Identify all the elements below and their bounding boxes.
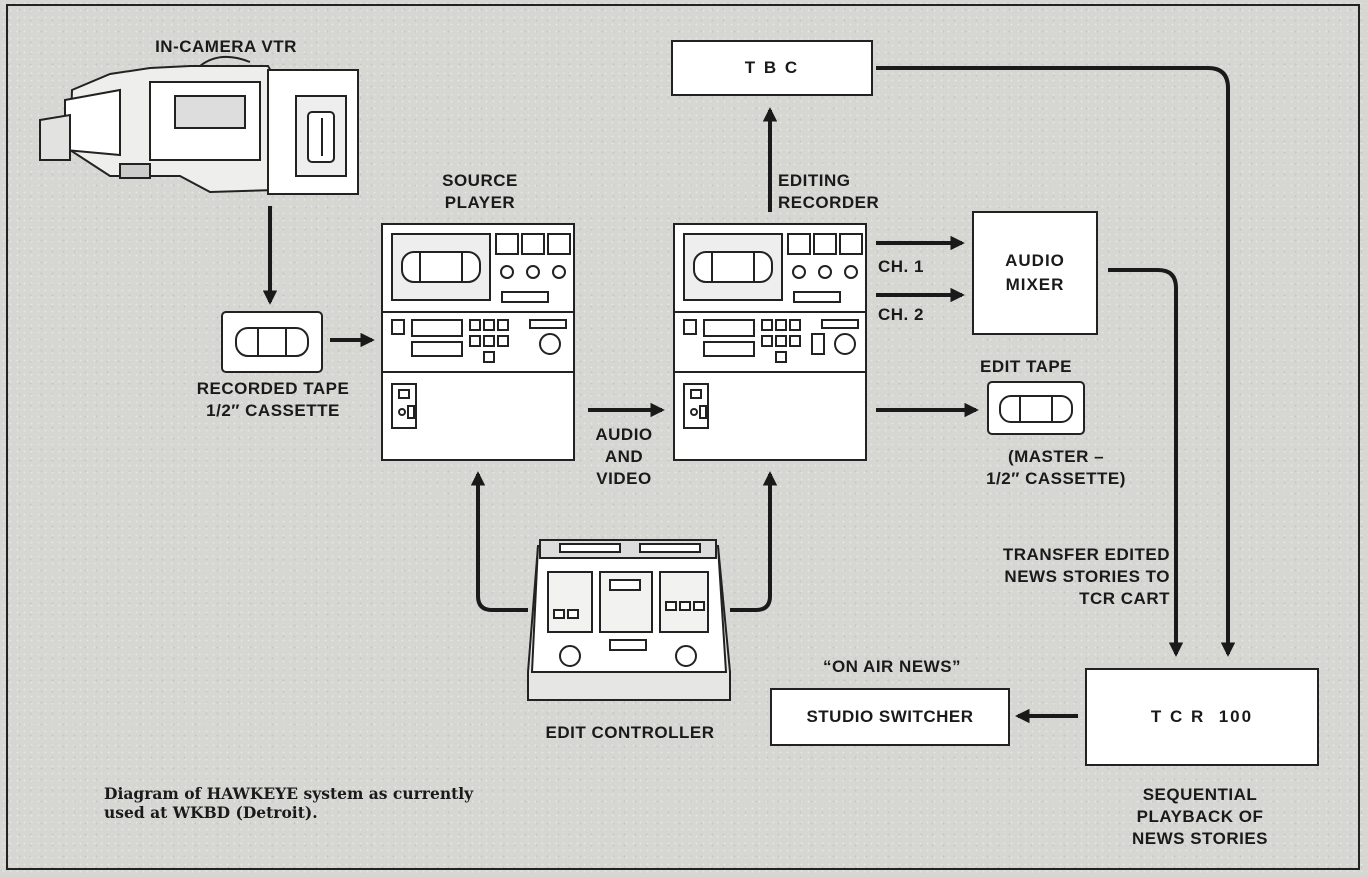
source-player-deck bbox=[381, 223, 575, 461]
audio-mixer-box: AUDIO MIXER bbox=[972, 211, 1098, 335]
edit-controller-console bbox=[527, 539, 731, 701]
label-ch1: CH. 1 bbox=[878, 257, 924, 276]
arrow-tbc-to-tcr bbox=[876, 66, 1236, 657]
label-transfer: TRANSFER EDITED NEWS STORIES TO TCR CART bbox=[1002, 545, 1170, 608]
camera-vtr-illustration bbox=[39, 55, 359, 195]
tcr100-label: T C R 100 bbox=[1150, 707, 1254, 726]
studio-switcher-label: STUDIO SWITCHER bbox=[806, 707, 974, 726]
tbc-box: T B C bbox=[671, 40, 873, 96]
label-in-camera-vtr: IN-CAMERA VTR bbox=[155, 37, 297, 56]
label-edit-controller: EDIT CONTROLLER bbox=[545, 723, 715, 742]
arrow-controller-to-source bbox=[470, 471, 528, 612]
connection-arrows bbox=[262, 66, 1236, 724]
audio-mixer-label: AUDIO MIXER bbox=[1005, 251, 1065, 294]
tcr100-box: T C R 100 bbox=[1085, 668, 1319, 766]
recorded-tape-cassette bbox=[221, 311, 323, 373]
label-sequential-playback: SEQUENTIAL PLAYBACK OF NEWS STORIES bbox=[1131, 785, 1269, 848]
label-edit-tape: EDIT TAPE bbox=[980, 357, 1073, 376]
label-ch2: CH. 2 bbox=[878, 305, 924, 324]
edit-tape-cassette bbox=[987, 381, 1085, 435]
label-source-player: SOURCE PLAYER bbox=[442, 171, 518, 212]
label-recorded-tape: RECORDED TAPE 1/2″ CASSETTE bbox=[196, 379, 350, 420]
label-audio-and-video: AUDIO AND VIDEO bbox=[595, 425, 653, 488]
arrow-mixer-to-tcr bbox=[1108, 268, 1184, 657]
editing-recorder-deck bbox=[673, 223, 867, 461]
tbc-label: T B C bbox=[744, 58, 800, 77]
label-master-cassette: (MASTER – 1/2″ CASSETTE) bbox=[986, 447, 1126, 488]
studio-switcher-box: STUDIO SWITCHER bbox=[770, 688, 1010, 746]
label-editing-recorder: EDITING RECORDER bbox=[778, 171, 880, 212]
diagram-caption: Diagram of HAWKEYE system as currently u… bbox=[104, 784, 474, 822]
arrow-controller-to-recorder bbox=[730, 471, 778, 612]
label-on-air-news: “ON AIR NEWS” bbox=[822, 657, 962, 676]
